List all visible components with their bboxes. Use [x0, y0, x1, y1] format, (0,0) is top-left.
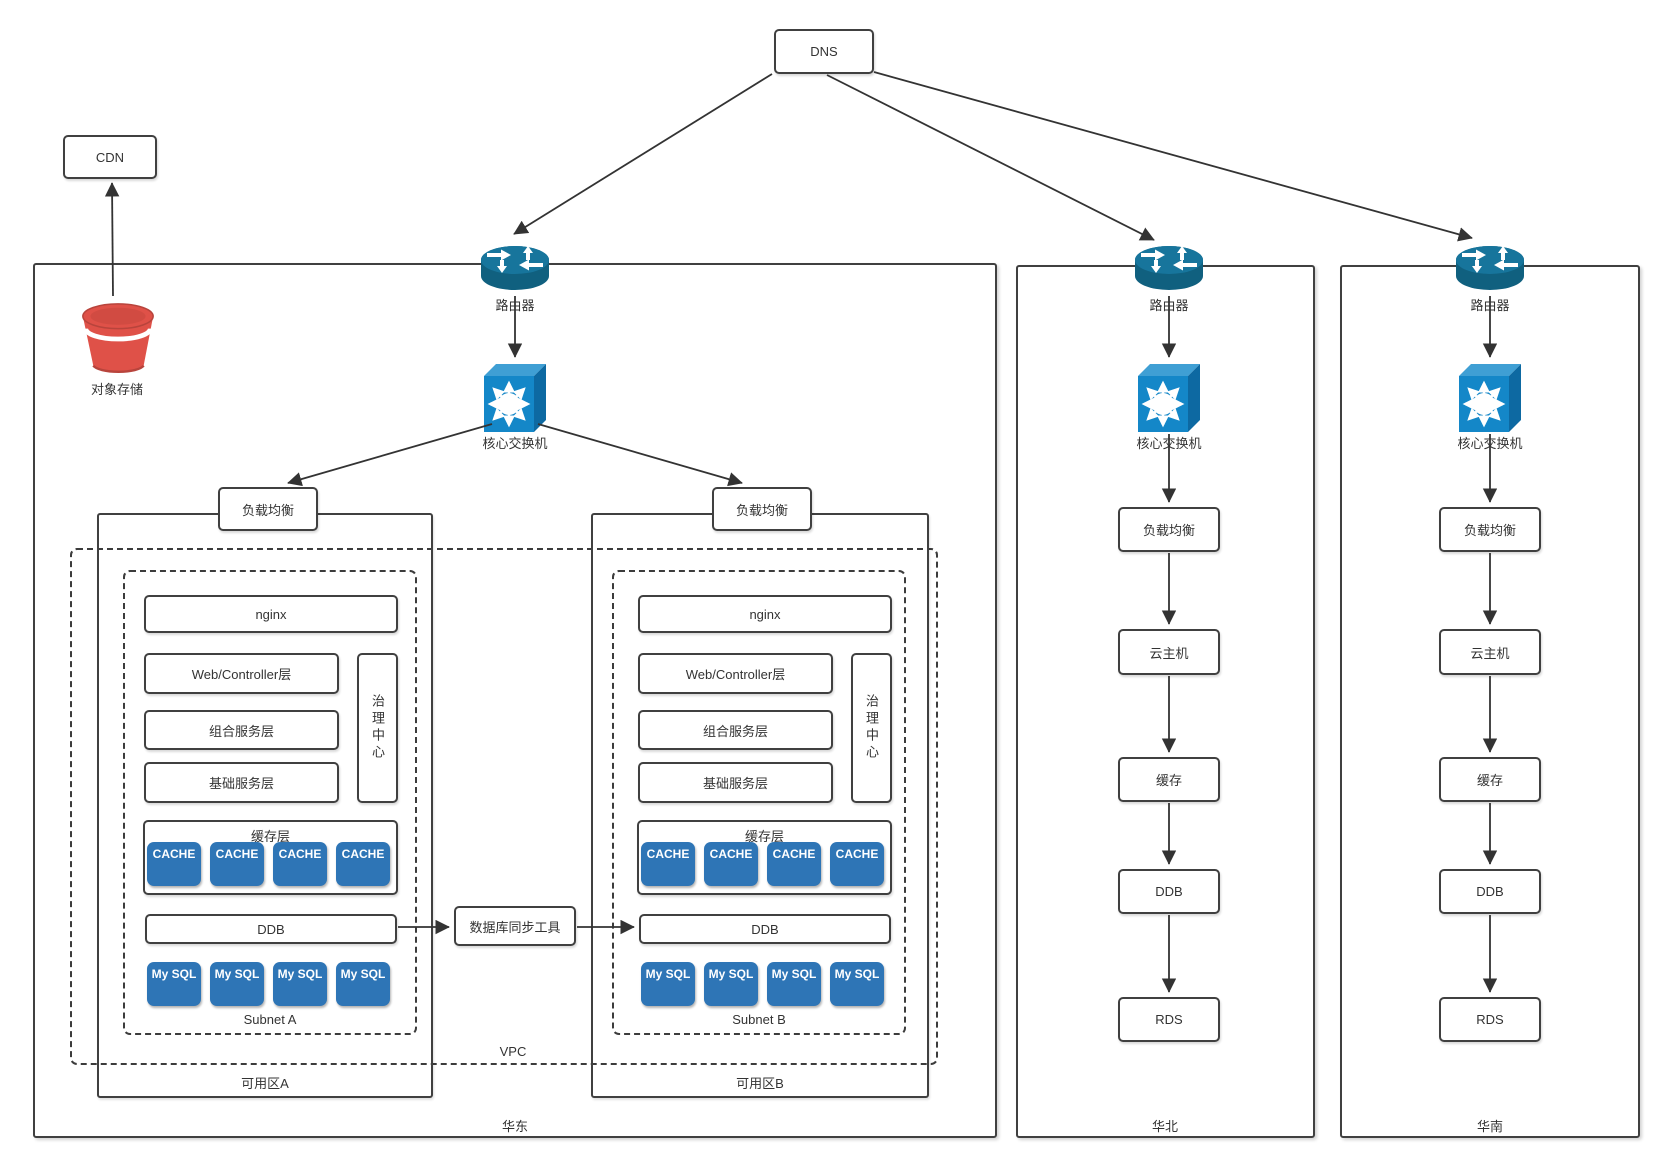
- cdn-node: CDN: [63, 135, 157, 179]
- web-controller-layer-b-label: Web/Controller层: [685, 667, 786, 682]
- composite-service-layer-b: 组合服务层: [638, 710, 833, 750]
- cache-node: CACHE: [273, 842, 327, 886]
- zone-a-label: 可用区A: [241, 1076, 289, 1091]
- mysql-node: My SQL: [830, 962, 884, 1006]
- cache-node: CACHE: [147, 842, 201, 886]
- core-switch-east-label: 核心交换机: [482, 436, 548, 451]
- cache-node: CACHE: [704, 842, 758, 886]
- load-balancer-zone-a-label: 负载均衡: [241, 502, 294, 518]
- nginx-b: nginx: [638, 595, 892, 633]
- ddb-a: DDB: [145, 914, 397, 944]
- region-south-label: 华南: [1476, 1119, 1504, 1134]
- nginx-a: nginx: [144, 595, 398, 633]
- cache-node: CACHE: [336, 842, 390, 886]
- mysql-node: My SQL: [641, 962, 695, 1006]
- core-switch-south-icon: [1459, 364, 1521, 432]
- load-balancer-south: 负载均衡: [1439, 507, 1541, 552]
- vpc-box: [70, 548, 938, 1065]
- subnet-b-box: [612, 570, 906, 1035]
- dns-node: DNS: [774, 29, 874, 74]
- router-south-icon: [1456, 246, 1524, 290]
- web-controller-layer-b: Web/Controller层: [638, 653, 833, 694]
- subnet-a-box: [123, 570, 417, 1035]
- ddb-a-label: DDB: [257, 921, 285, 937]
- cloud-host-south: 云主机: [1439, 629, 1541, 675]
- load-balancer-zone-a: 负载均衡: [218, 487, 318, 531]
- web-controller-layer-a-label: Web/Controller层: [191, 667, 292, 682]
- core-switch-north-icon: [1138, 364, 1200, 432]
- core-switch-north-label: 核心交换机: [1136, 436, 1202, 451]
- mysql-node: My SQL: [210, 962, 264, 1006]
- governance-center-b: 治理中心: [851, 653, 892, 803]
- cache-node: CACHE: [641, 842, 695, 886]
- governance-center-a-label: 治理中心: [370, 694, 385, 762]
- subnet-b-label: Subnet B: [732, 1012, 786, 1027]
- region-east-label: 华东: [501, 1119, 529, 1134]
- rds-north: RDS: [1118, 997, 1220, 1042]
- db-sync-tool: 数据库同步工具: [454, 906, 576, 946]
- ddb-b: DDB: [639, 914, 891, 944]
- composite-service-layer-b-label: 组合服务层: [702, 723, 768, 739]
- zone-b-label: 可用区B: [736, 1076, 784, 1091]
- composite-service-layer-a: 组合服务层: [144, 710, 339, 750]
- mysql-node: My SQL: [767, 962, 821, 1006]
- cdn-label: CDN: [95, 149, 125, 165]
- basic-service-layer-b-label: 基础服务层: [702, 776, 768, 791]
- router-north-icon: [1135, 246, 1203, 290]
- load-balancer-zone-b: 负载均衡: [712, 487, 812, 531]
- rds-south: RDS: [1439, 997, 1541, 1042]
- mysql-node: My SQL: [336, 962, 390, 1006]
- router-south-label: 路由器: [1470, 298, 1510, 313]
- router-north-label: 路由器: [1149, 298, 1189, 313]
- cache-layer-b-label: 缓存层: [744, 829, 784, 844]
- cache-layer-a-label: 缓存层: [250, 829, 290, 844]
- mysql-node: My SQL: [273, 962, 327, 1006]
- object-storage-label: 对象存储: [90, 382, 144, 397]
- cache-north: 缓存: [1118, 757, 1220, 802]
- governance-center-b-label: 治理中心: [864, 694, 879, 762]
- router-east-label: 路由器: [495, 298, 535, 313]
- basic-service-layer-b: 基础服务层: [638, 762, 833, 803]
- composite-service-layer-a-label: 组合服务层: [208, 723, 274, 739]
- region-north-label: 华北: [1151, 1119, 1179, 1134]
- cache-node: CACHE: [830, 842, 884, 886]
- load-balancer-zone-b-label: 负载均衡: [735, 502, 788, 518]
- governance-center-a: 治理中心: [357, 653, 398, 803]
- router-east-icon: [481, 246, 549, 290]
- cloud-host-north: 云主机: [1118, 629, 1220, 675]
- cache-south: 缓存: [1439, 757, 1541, 802]
- mysql-node: My SQL: [704, 962, 758, 1006]
- ddb-b-label: DDB: [751, 921, 779, 937]
- nginx-a-label: nginx: [255, 606, 287, 622]
- object-storage-icon: [82, 303, 154, 373]
- load-balancer-north: 负载均衡: [1118, 507, 1220, 552]
- core-switch-east-icon: [484, 364, 546, 432]
- vpc-label: VPC: [499, 1044, 527, 1059]
- basic-service-layer-a: 基础服务层: [144, 762, 339, 803]
- cache-node: CACHE: [210, 842, 264, 886]
- mysql-node: My SQL: [147, 962, 201, 1006]
- core-switch-south-label: 核心交换机: [1457, 436, 1523, 451]
- nginx-b-label: nginx: [749, 606, 781, 622]
- cache-node: CACHE: [767, 842, 821, 886]
- web-controller-layer-a: Web/Controller层: [144, 653, 339, 694]
- dns-label: DNS: [810, 44, 838, 59]
- ddb-south: DDB: [1439, 869, 1541, 914]
- basic-service-layer-a-label: 基础服务层: [208, 776, 274, 791]
- ddb-north: DDB: [1118, 869, 1220, 914]
- subnet-a-label: Subnet A: [243, 1012, 297, 1027]
- db-sync-tool-label: 数据库同步工具: [469, 919, 561, 935]
